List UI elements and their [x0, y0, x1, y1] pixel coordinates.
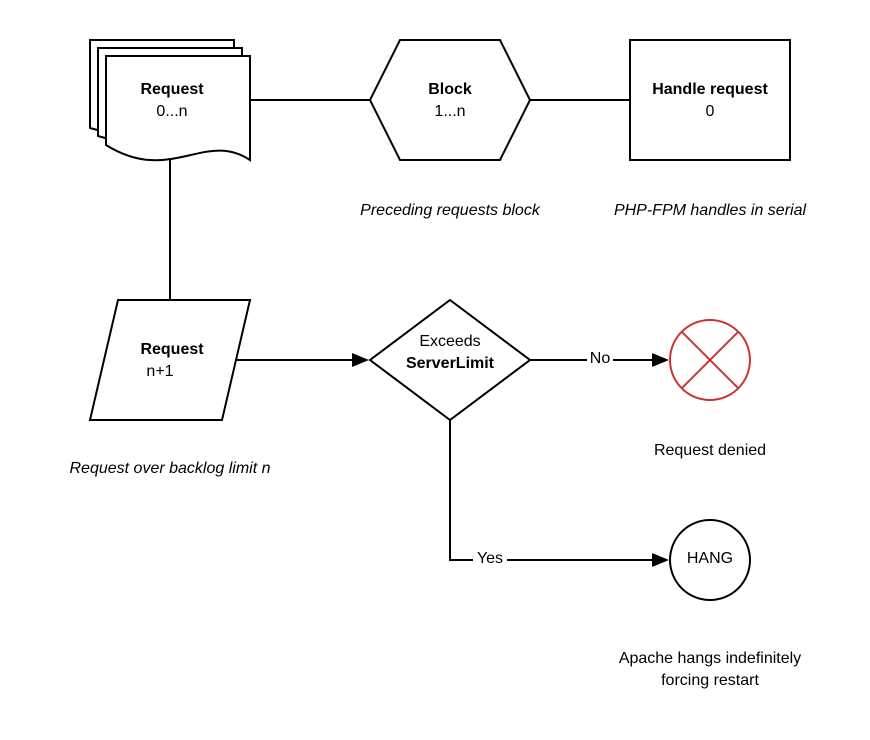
block-subtitle: 1...n — [434, 103, 465, 120]
hang-label: HANG — [687, 550, 733, 567]
caption-apache-hangs-line1: Apache hangs indefinitely — [619, 650, 801, 667]
block-hexagon: Block 1...n — [368, 39, 532, 161]
request-single-title: Request — [140, 341, 204, 358]
edge-label-yes: Yes — [477, 550, 503, 567]
decision-line2: ServerLimit — [406, 355, 495, 372]
handle-request-title: Handle request — [652, 81, 768, 98]
connector-decision-yes — [449, 420, 654, 561]
handle-request-subtitle: 0 — [706, 103, 715, 120]
arrowhead-decision — [352, 353, 369, 367]
request-single-subtitle: n+1 — [146, 363, 173, 380]
decision-diamond: Exceeds ServerLimit — [368, 298, 532, 422]
caption-request-denied: Request denied — [654, 442, 766, 459]
block-title: Block — [428, 81, 472, 98]
hang-circle: HANG — [669, 519, 751, 601]
handle-request-box: Handle request 0 — [629, 39, 791, 161]
caption-over-backlog: Request over backlog limit n — [70, 460, 271, 477]
arrowhead-denied — [652, 353, 669, 367]
arrowhead-hang — [652, 553, 669, 567]
request-multi-title: Request — [140, 81, 204, 98]
no-label-bg — [587, 349, 613, 367]
request-multi-document: Request 0...n — [89, 39, 251, 162]
edge-label-no: No — [590, 350, 611, 367]
request-single-parallelogram: Request n+1 — [88, 299, 252, 421]
caption-apache-hangs-line2: forcing restart — [661, 672, 759, 689]
caption-php-fpm-serial: PHP-FPM handles in serial — [614, 202, 807, 219]
request-denied-icon — [669, 319, 751, 401]
yes-label-bg — [473, 549, 507, 567]
request-multi-subtitle: 0...n — [156, 103, 187, 120]
caption-preceding-block: Preceding requests block — [360, 202, 541, 219]
decision-line1: Exceeds — [419, 333, 480, 350]
